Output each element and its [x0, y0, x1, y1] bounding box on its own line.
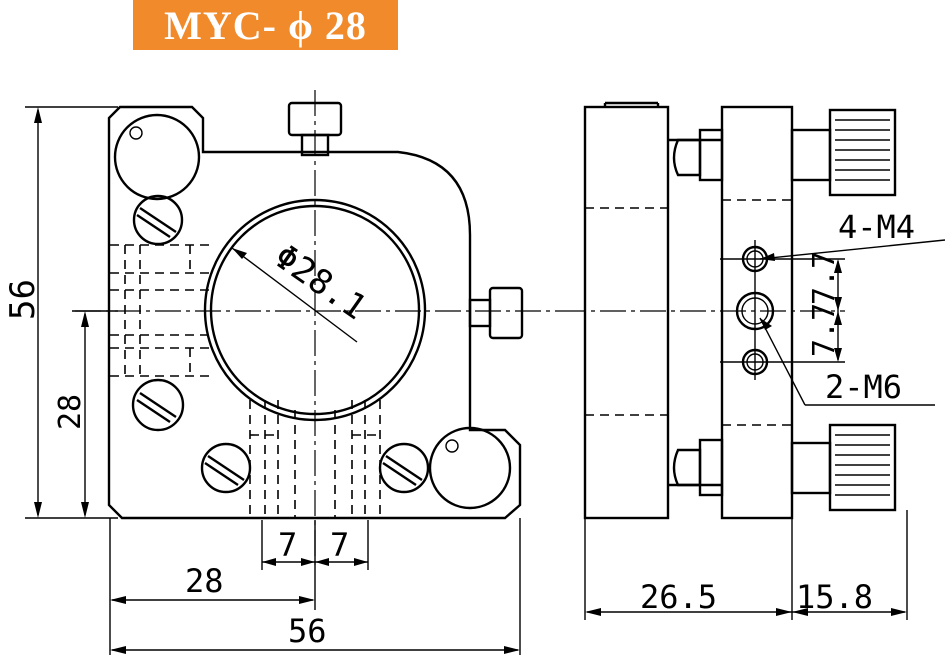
adapter-block-side: [720, 105, 794, 520]
side-adjuster-lower: [672, 423, 897, 512]
slotted-screw-bottom-left: [200, 442, 252, 494]
vertical-spacing-bottom-label: 7.7: [807, 303, 842, 357]
front-view: [75, 90, 560, 570]
hole-spacing-right-label: 7: [330, 526, 349, 564]
diameter-leader-line: [231, 247, 358, 343]
thread-m4-label: 4-M4: [838, 208, 915, 246]
top-left-adjuster-dot: [129, 126, 143, 140]
m4-leader: [759, 239, 945, 260]
bottom-right-adjuster-dot: [445, 439, 459, 453]
thread-m6-label: 2-M6: [825, 368, 902, 406]
side-adjuster-upper: [672, 108, 897, 197]
bottom-right-adjuster-circle: [428, 426, 512, 510]
total-height-label: 56: [3, 279, 43, 320]
threaded-holes-side: [720, 240, 845, 380]
top-left-adjuster-circle: [113, 113, 201, 201]
mount-body-outline: [107, 105, 522, 520]
slotted-screw-mid-left: [131, 378, 185, 432]
body-depth-label: 26.5: [640, 578, 717, 616]
total-width-label: 56: [288, 612, 327, 650]
center-height-label: 28: [53, 394, 88, 430]
vertical-spacing-top-label: 7.7: [807, 251, 842, 305]
side-view: [560, 101, 945, 620]
product-title-text: MYC- ϕ 28: [164, 2, 367, 48]
right-adjuster-stem: [468, 298, 492, 328]
knob-depth-label: 15.8: [796, 578, 873, 616]
m6-leader: [759, 317, 806, 406]
front-view-dimensions: [25, 106, 521, 655]
right-adjuster-knob: [488, 286, 524, 340]
product-title: MYC- ϕ 28: [133, 0, 398, 50]
center-width-label: 28: [185, 562, 224, 600]
mount-plate-side: [583, 105, 670, 520]
diameter-arrow: [232, 248, 247, 259]
slotted-screw-bottom-right: [378, 442, 430, 494]
hidden-holes-left: [110, 244, 215, 377]
hidden-holes-bottom: [249, 400, 381, 518]
hole-spacing-left-label: 7: [278, 526, 297, 564]
slotted-screw-top-left: [132, 194, 184, 246]
